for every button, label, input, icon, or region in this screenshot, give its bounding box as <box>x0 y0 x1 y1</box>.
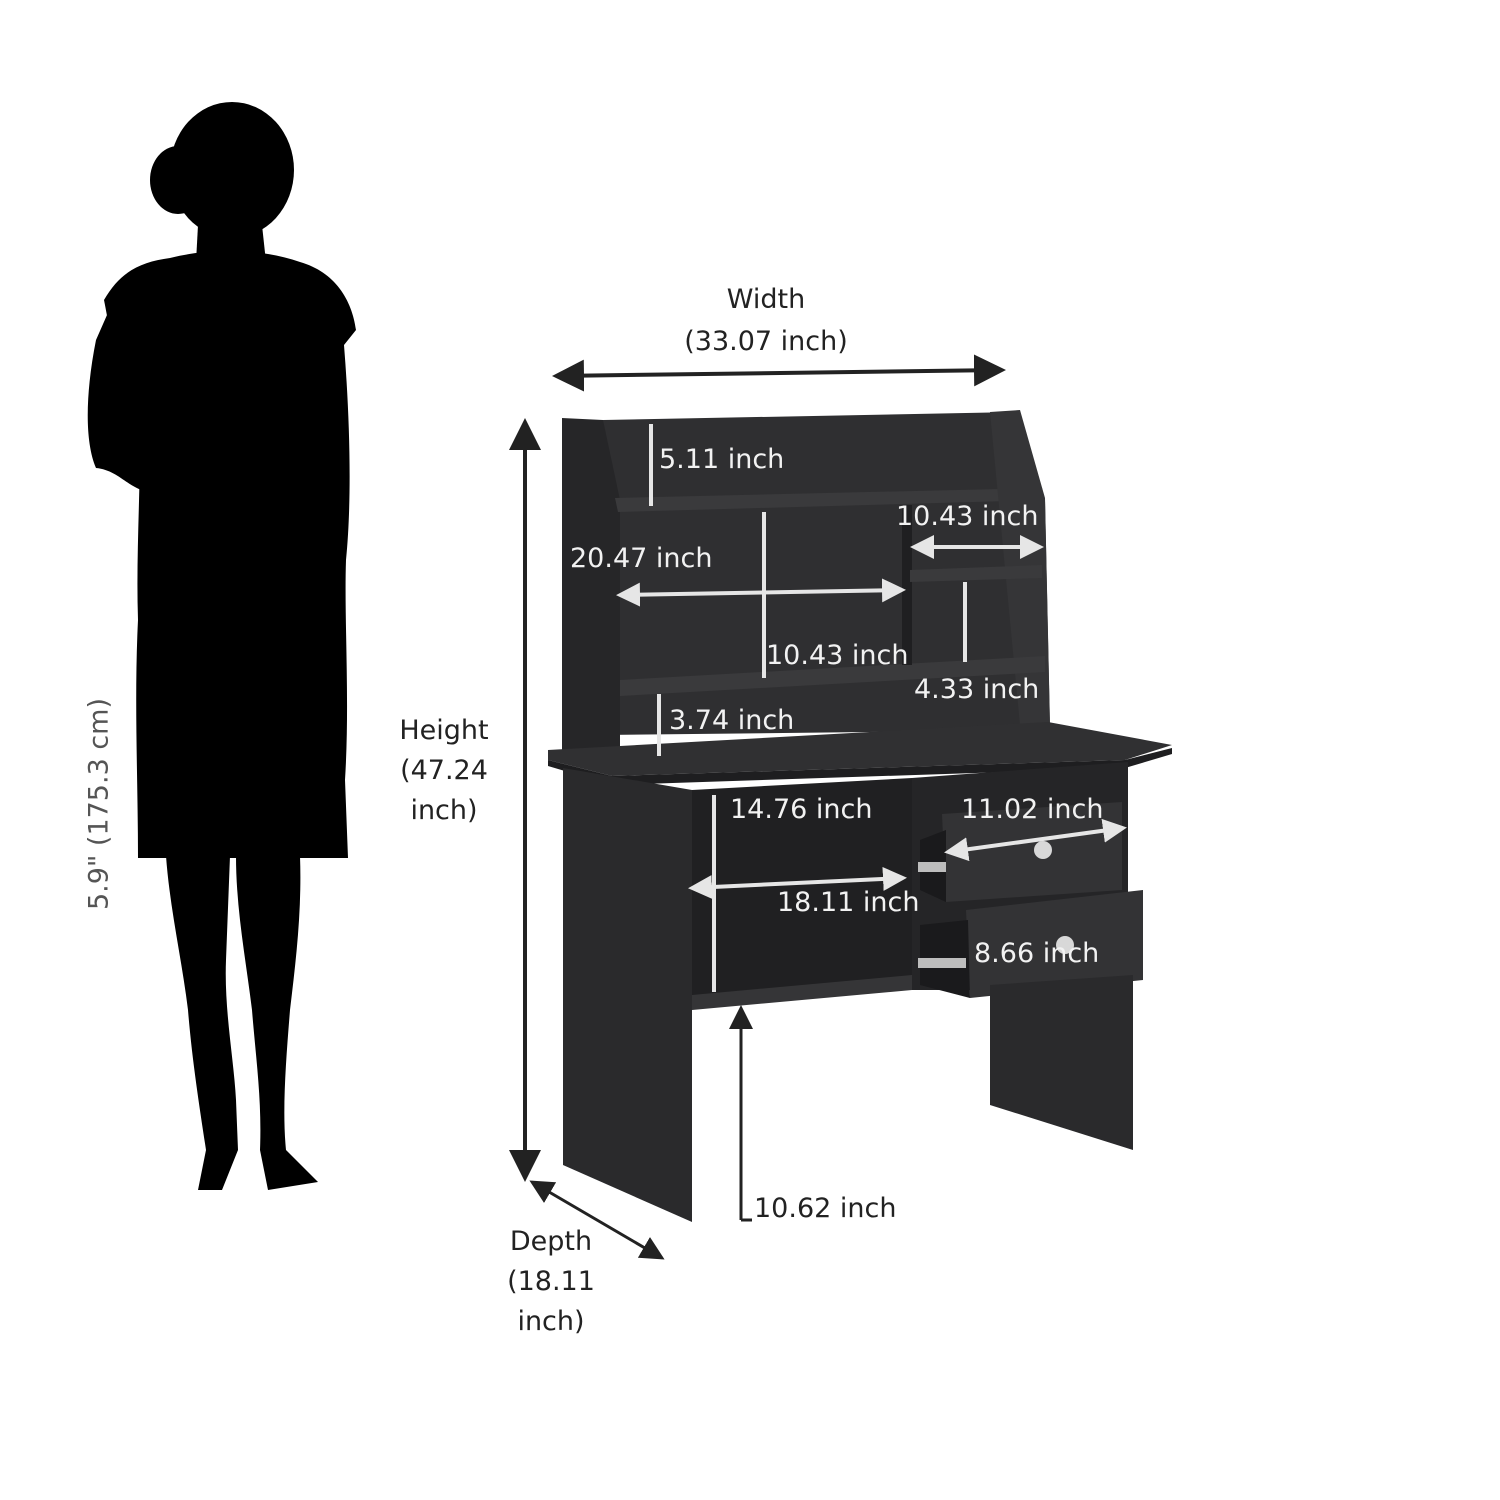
depth-value-line2: inch) <box>517 1306 585 1337</box>
study-desk <box>548 410 1172 1222</box>
left-leg-panel <box>563 768 692 1222</box>
shelf-width-dimension: 20.47 inch <box>570 543 713 574</box>
bottom-gap-dimension: 3.74 inch <box>669 705 795 736</box>
upper-drawer-knob <box>1034 841 1052 859</box>
depth-value-line1: (18.11 <box>507 1266 595 1297</box>
hutch-middle-shelf <box>620 656 1045 696</box>
right-leg-panel <box>990 975 1133 1150</box>
shelf-height-dimension: 10.43 inch <box>766 640 909 671</box>
drawer-width-arrow <box>944 818 1127 862</box>
height-title: Height <box>399 715 489 746</box>
depth-title: Depth <box>509 1226 593 1257</box>
right-cubby-height-dimension: 4.33 inch <box>914 674 1040 705</box>
depth-arrow <box>529 1180 665 1260</box>
hutch-top-shelf <box>615 488 1044 512</box>
desktop-surface <box>548 722 1172 776</box>
leg-clearance-dimension: 10.62 inch <box>754 1193 897 1224</box>
drawer-height-dimension: 8.66 inch <box>974 938 1100 969</box>
right-cubby-width-dimension: 10.43 inch <box>896 501 1039 532</box>
depth-label: Depth (18.11 inch) <box>491 1222 611 1342</box>
cabinet-height-dimension: 14.76 inch <box>730 794 873 825</box>
height-value-line1: (47.24 <box>400 755 488 786</box>
width-label: Width (33.07 inch) <box>666 282 866 366</box>
lower-drawer <box>966 890 1143 998</box>
drawer-width-dimension: 11.02 inch <box>961 794 1104 825</box>
hutch-left-side <box>562 418 620 760</box>
top-shelf-dimension: 5.11 inch <box>659 444 785 475</box>
width-value: (33.07 inch) <box>684 326 848 357</box>
height-label: Height (47.24 inch) <box>384 711 504 831</box>
lower-drawer-knob <box>1056 936 1074 954</box>
person-silhouette <box>87 102 356 1190</box>
hutch-divider <box>902 505 912 665</box>
cabinet-width-arrow <box>688 866 907 900</box>
cubby-shelf-top <box>910 565 1042 582</box>
height-value-line2: inch) <box>410 795 478 826</box>
cabinet-width-dimension: 18.11 inch <box>777 887 920 918</box>
shelf-width-arrow <box>616 578 906 607</box>
width-title: Width <box>726 284 806 315</box>
width-arrow <box>552 354 1006 392</box>
person-height-label: 5.9" (175.3 cm) <box>83 697 115 911</box>
